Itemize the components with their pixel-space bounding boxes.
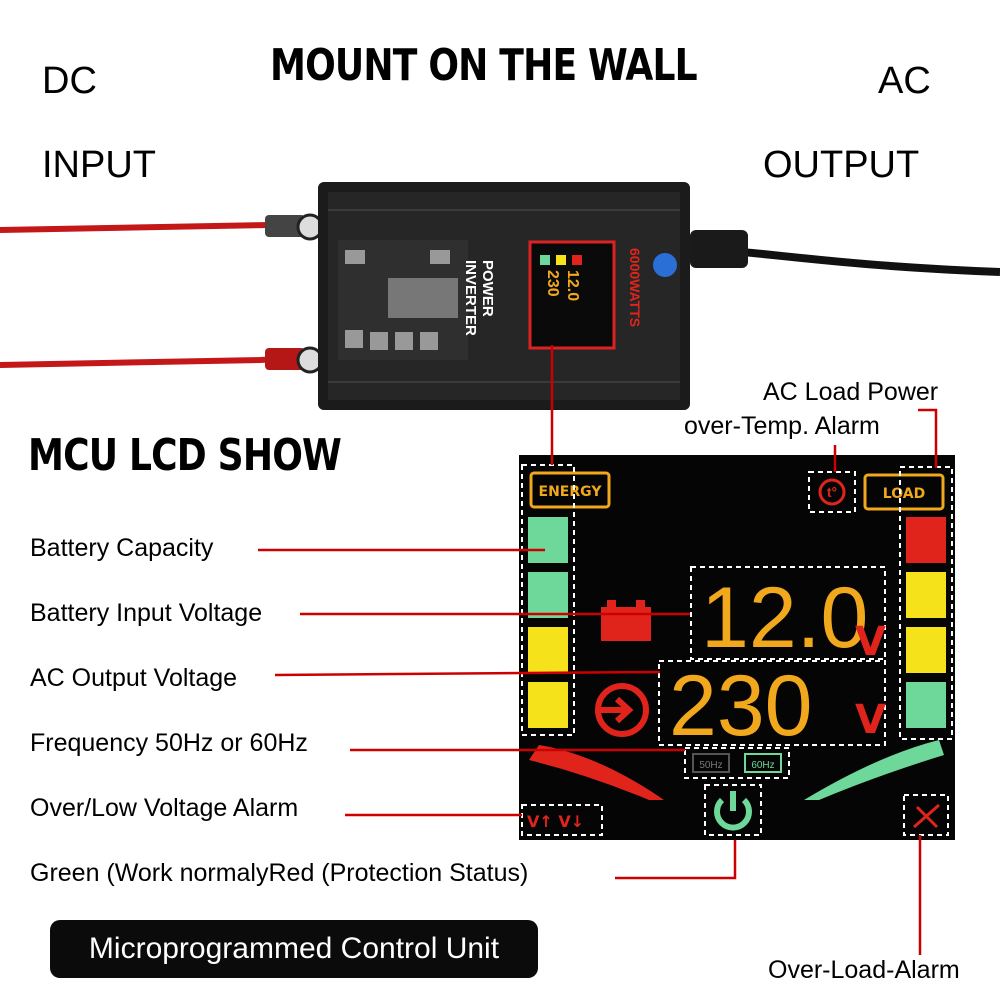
mcu-badge: Microprogrammed Control Unit bbox=[50, 920, 538, 978]
over-temp-icon bbox=[818, 478, 846, 506]
load-bar bbox=[906, 627, 946, 673]
load-label: LOAD bbox=[883, 486, 925, 502]
energy-level-bars bbox=[528, 517, 568, 728]
mcu-badge-label: Microprogrammed Control Unit bbox=[88, 932, 500, 965]
ac-label: AC bbox=[878, 60, 931, 102]
output-label: OUTPUT bbox=[763, 144, 920, 186]
output-voltage-display: 230 bbox=[669, 658, 813, 754]
lcd-panel: ENERGY LOAD t° 12.0 V 230 V 50Hz 60Hz bbox=[519, 455, 955, 840]
load-level-bars bbox=[906, 517, 946, 728]
overload-icon bbox=[913, 803, 940, 829]
callout-battery-capacity: Battery Capacity bbox=[30, 534, 214, 562]
callout-status: Green (Work normalyRed (Protection Statu… bbox=[30, 859, 529, 887]
callout-battery-input-voltage: Battery Input Voltage bbox=[30, 599, 263, 627]
input-voltage-display: 12.0 bbox=[701, 570, 868, 666]
energy-label: ENERGY bbox=[539, 484, 603, 500]
energy-bar bbox=[528, 682, 568, 728]
callout-over-low-voltage: Over/Low Voltage Alarm bbox=[30, 794, 299, 822]
energy-bar bbox=[528, 627, 568, 673]
input-label: INPUT bbox=[42, 144, 156, 186]
load-bar bbox=[906, 682, 946, 728]
freq-60hz-indicator: 60Hz bbox=[751, 760, 774, 771]
mount-title: MOUNT ON THE WALL bbox=[270, 40, 698, 91]
device-brand-line1: POWER bbox=[479, 260, 496, 317]
energy-bar bbox=[528, 517, 568, 563]
lcd-section-title: MCU LCD SHOW bbox=[28, 430, 342, 481]
load-bar bbox=[906, 517, 946, 563]
device-brand-line2: INVERTER bbox=[462, 260, 479, 336]
energy-bar bbox=[528, 572, 568, 618]
battery-icon bbox=[601, 607, 651, 641]
callout-ac-load-power: AC Load Power bbox=[763, 378, 939, 406]
power-status-icon bbox=[714, 797, 752, 831]
inverter-device-image: POWER INVERTER 12.0 230 6000WATTS bbox=[0, 182, 1000, 410]
input-voltage-unit: V bbox=[855, 619, 886, 665]
load-bar bbox=[906, 572, 946, 618]
mini-display-bottom: 230 bbox=[544, 270, 561, 297]
callout-over-temp: over-Temp. Alarm bbox=[684, 412, 880, 440]
output-voltage-unit: V bbox=[855, 697, 886, 743]
callout-ac-output-voltage: AC Output Voltage bbox=[30, 664, 238, 692]
device-rating: 6000WATTS bbox=[627, 248, 643, 327]
freq-50hz-indicator: 50Hz bbox=[699, 760, 722, 771]
svg-text:t°: t° bbox=[827, 484, 837, 500]
callout-frequency: Frequency 50Hz or 60Hz bbox=[30, 729, 308, 757]
voltage-alarm-indicator: V↑ V↓ bbox=[527, 812, 584, 831]
dc-label: DC bbox=[42, 60, 97, 102]
mini-display-top: 12.0 bbox=[564, 270, 581, 301]
callout-over-load: Over-Load-Alarm bbox=[768, 956, 960, 984]
